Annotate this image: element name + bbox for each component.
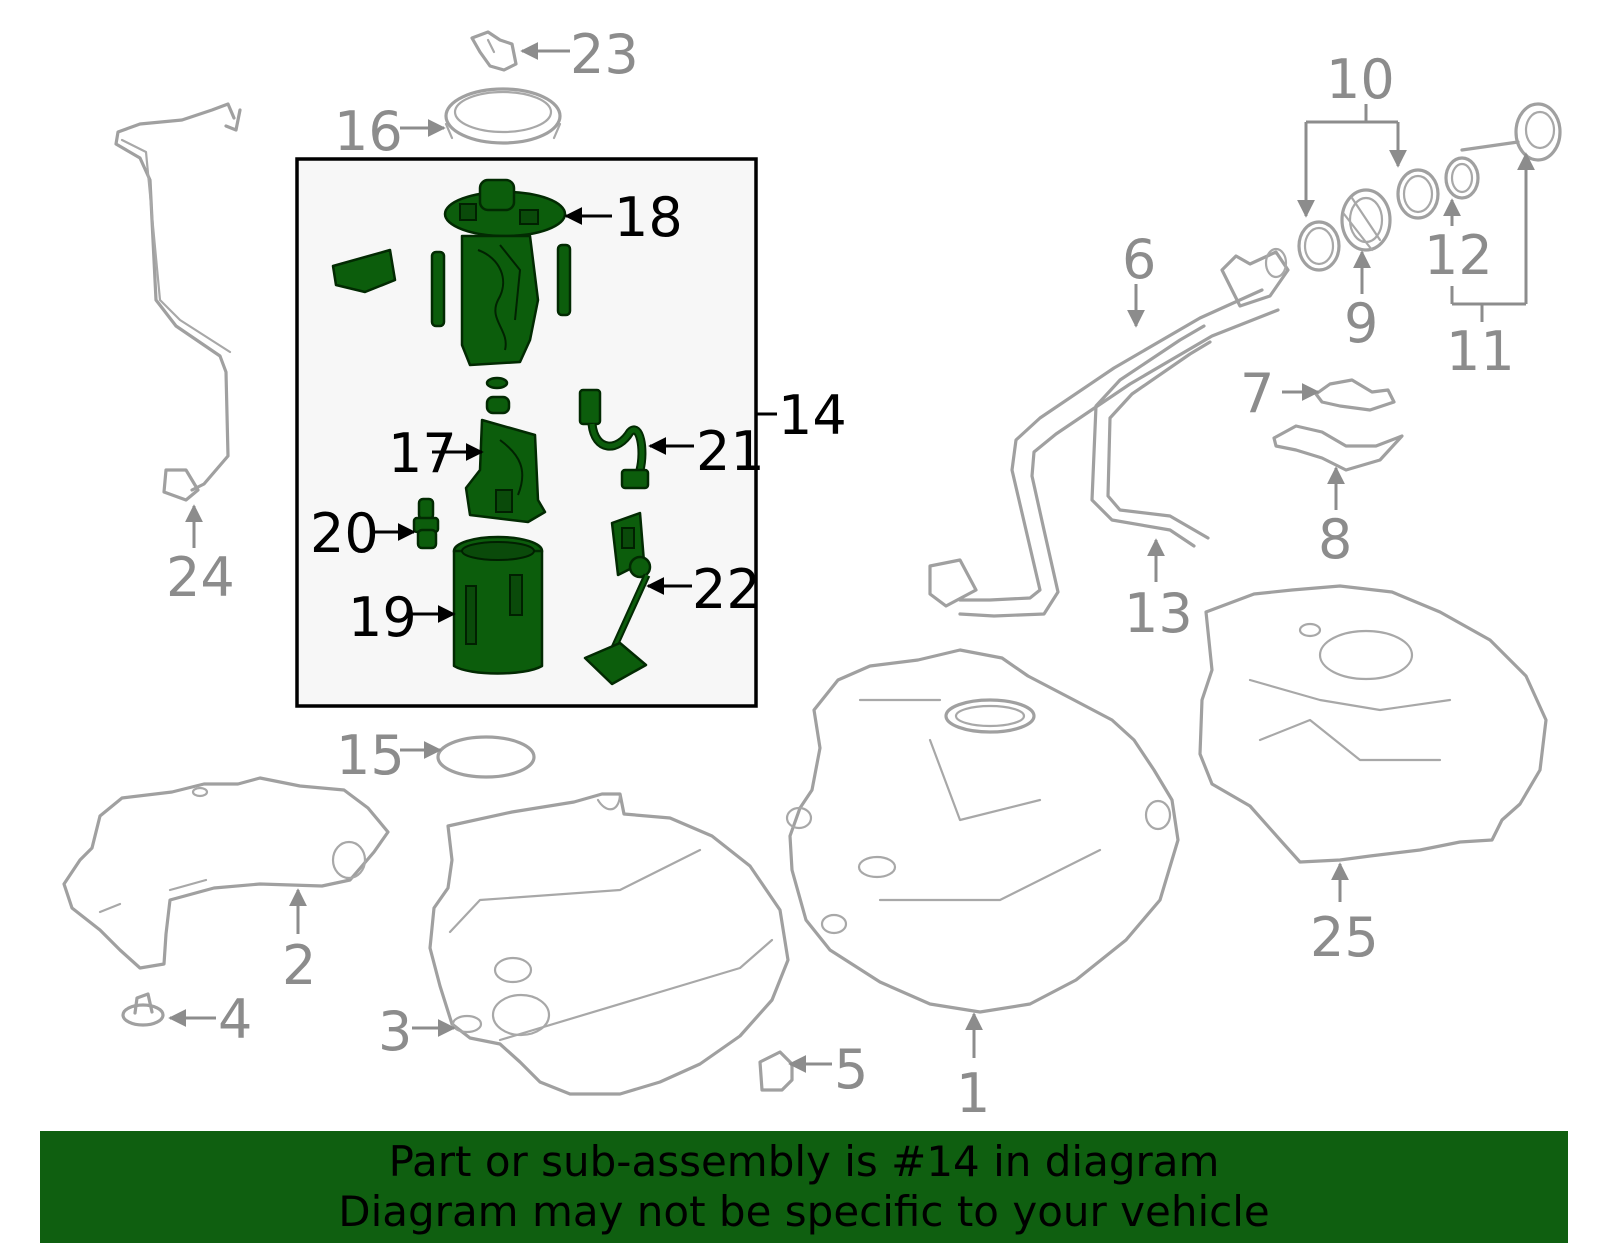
part-20-regulator[interactable] bbox=[412, 497, 440, 550]
part-24-vent-tube[interactable] bbox=[114, 102, 242, 502]
label-5: 5 bbox=[834, 1038, 868, 1101]
label-21: 21 bbox=[696, 420, 765, 483]
part-18-pump-module[interactable] bbox=[331, 178, 572, 367]
label-13: 13 bbox=[1124, 582, 1193, 645]
part-22-level-sender[interactable] bbox=[583, 511, 652, 686]
label-14: 14 bbox=[778, 384, 847, 447]
label-11: 11 bbox=[1446, 320, 1515, 383]
part-16-lock-ring[interactable] bbox=[444, 87, 562, 145]
part-8-bracket[interactable] bbox=[1272, 424, 1404, 472]
label-23: 23 bbox=[570, 23, 639, 86]
label-24: 24 bbox=[166, 546, 235, 609]
label-9: 9 bbox=[1344, 292, 1378, 355]
part-4-grommet[interactable] bbox=[121, 992, 165, 1027]
part-10-o-ring-b[interactable] bbox=[1396, 168, 1440, 220]
part-13-vent-line[interactable] bbox=[1090, 324, 1212, 548]
part-9-filler-neck-retainer[interactable] bbox=[1340, 188, 1392, 252]
part-15-gasket[interactable] bbox=[436, 735, 536, 779]
label-6: 6 bbox=[1122, 228, 1156, 291]
part-21-wire-harness[interactable] bbox=[578, 388, 650, 490]
part-23-clip[interactable] bbox=[470, 30, 518, 72]
label-10: 10 bbox=[1326, 48, 1395, 111]
part-1-fuel-tank[interactable] bbox=[785, 648, 1180, 1014]
label-20: 20 bbox=[310, 502, 379, 565]
part-11-fuel-cap[interactable] bbox=[1460, 102, 1562, 162]
label-3: 3 bbox=[378, 1000, 412, 1063]
bracket-11-leader bbox=[1450, 152, 1535, 322]
part-3-shield[interactable] bbox=[428, 792, 790, 1096]
part-6-filler-pipe[interactable] bbox=[928, 247, 1290, 618]
label-7: 7 bbox=[1240, 362, 1274, 425]
part-25-tank-shield[interactable] bbox=[1198, 584, 1548, 864]
label-1: 1 bbox=[956, 1062, 990, 1125]
label-17: 17 bbox=[388, 422, 457, 485]
label-19: 19 bbox=[348, 586, 417, 649]
part-7-bracket[interactable] bbox=[1314, 378, 1396, 412]
part-2-heat-shield[interactable] bbox=[62, 776, 390, 970]
label-22: 22 bbox=[692, 558, 761, 621]
banner-line-2: Diagram may not be specific to your vehi… bbox=[338, 1187, 1270, 1236]
label-25: 25 bbox=[1310, 906, 1379, 969]
label-12: 12 bbox=[1424, 224, 1493, 287]
bracket-10-leader bbox=[1297, 104, 1407, 218]
label-8: 8 bbox=[1318, 508, 1352, 571]
part-12-gasket[interactable] bbox=[1444, 156, 1480, 200]
label-15: 15 bbox=[336, 724, 405, 787]
part-17-fuel-pump[interactable] bbox=[464, 376, 547, 524]
label-2: 2 bbox=[282, 934, 316, 997]
banner-line-1: Part or sub-assembly is #14 in diagram bbox=[388, 1137, 1220, 1186]
info-banner: Part or sub-assembly is #14 in diagram D… bbox=[40, 1131, 1568, 1243]
part-10-o-ring-a[interactable] bbox=[1297, 220, 1341, 272]
label-4: 4 bbox=[218, 988, 252, 1051]
part-5-plate[interactable] bbox=[758, 1050, 794, 1092]
label-18: 18 bbox=[614, 186, 683, 249]
part-19-reservoir[interactable] bbox=[452, 535, 544, 675]
label-16: 16 bbox=[334, 100, 403, 163]
